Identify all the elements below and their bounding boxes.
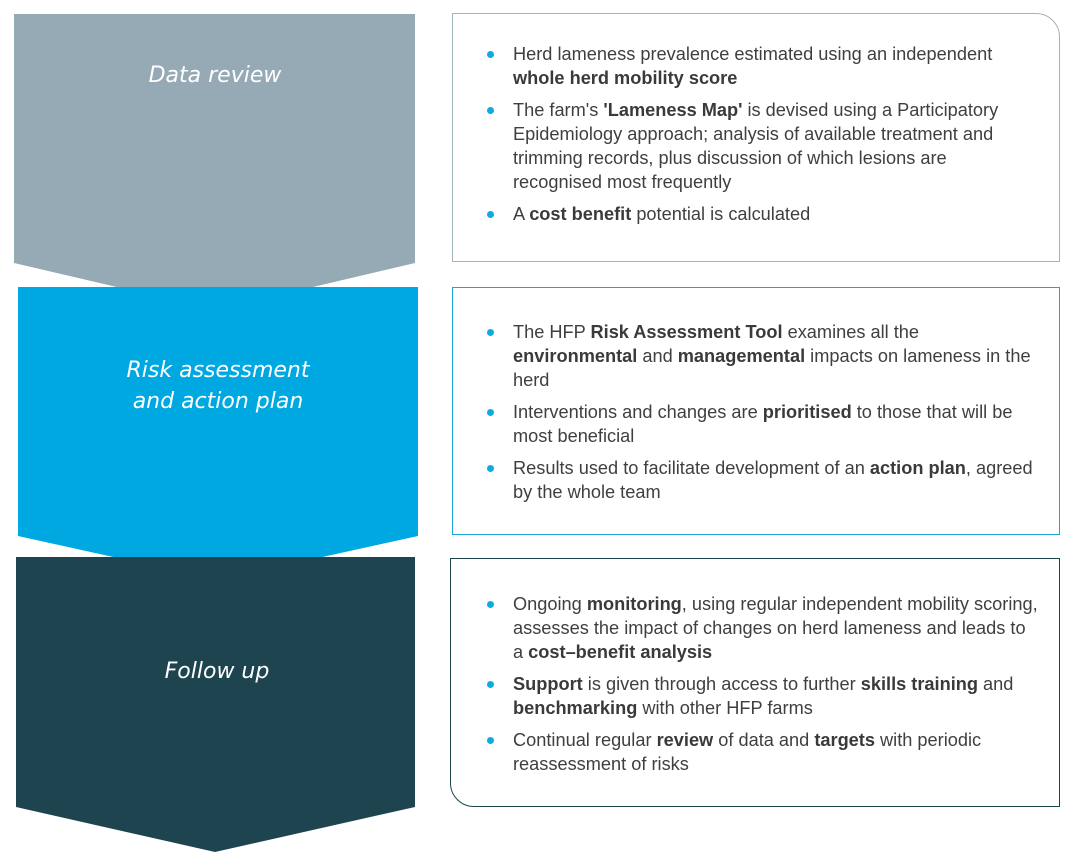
bullet-item: Results used to facilitate development o… [485,456,1039,504]
text: potential is calculated [631,204,811,224]
text: A [513,204,530,224]
chevron-data-review [14,14,415,310]
bullet-item: Ongoing monitoring, using regular indepe… [485,592,1039,664]
text: The farm's [513,100,604,120]
follow-up-details: Ongoing monitoring, using regular indepe… [450,558,1060,807]
text: Continual regular [513,730,657,750]
stage-label-risk-assessment: Risk assessment and action plan [126,358,310,414]
bullet-item: Support is given through access to furth… [485,672,1039,720]
bold-text: Support [513,674,583,694]
text: impacts on lameness in the herd [513,346,1031,390]
text: is devised using a Participatory Epidemi… [513,100,999,192]
bullet-item: Interventions and changes are prioritise… [485,400,1039,448]
bold-text: skills training [860,674,978,694]
bold-text: monitoring [586,594,682,614]
stage-label-follow-up: Follow up [164,659,270,684]
bold-text: targets [814,730,875,750]
bold-text: 'Lameness Map' [603,100,743,120]
bold-text: review [656,730,714,750]
bullet-item: Herd lameness prevalence estimated using… [485,42,1039,90]
bullet-item: The HFP Risk Assessment Tool examines al… [485,320,1039,392]
text: to those that will be most beneficial [513,402,1013,446]
data-review-details: Herd lameness prevalence estimated using… [452,13,1060,262]
text: Results used to facilitate development o… [513,458,870,478]
bullet-item: The farm's 'Lameness Map' is devised usi… [485,98,1039,194]
bold-text: Risk Assessment Tool [590,322,783,342]
chevron-risk-assessment [18,287,418,580]
text: with periodic reassessment of risks [513,730,982,774]
bold-text: managemental [677,346,806,366]
text: and [977,674,1014,694]
bullet-list: Ongoing monitoring, using regular indepe… [485,592,1039,776]
bullet-item: Continual regular review of data and tar… [485,728,1039,776]
bold-text: cost–benefit analysis [528,642,713,662]
chevron-follow-up [16,557,415,852]
risk-assessment-details: The HFP Risk Assessment Tool examines al… [452,287,1060,535]
bold-text: benchmarking [513,698,638,718]
text: Herd lameness prevalence estimated using… [513,44,993,64]
bold-text: cost benefit [529,204,632,224]
text: , agreed by the whole team [513,458,1033,502]
text: is given through access to further [582,674,861,694]
bullet-item: A cost benefit potential is calculated [485,202,1039,226]
stage-label-data-review: Data review [148,63,282,88]
text: of data and [713,730,815,750]
text: The HFP [513,322,591,342]
text: with other HFP farms [637,698,813,718]
bold-text: prioritised [762,402,852,422]
text: examines all the [782,322,920,342]
text: , using regular independent mobility sco… [513,594,1038,662]
text: and [637,346,678,366]
text: Interventions and changes are [513,402,763,422]
text: Ongoing [513,594,587,614]
bold-text: action plan [869,458,966,478]
bullet-list: Herd lameness prevalence estimated using… [485,42,1039,226]
bullet-list: The HFP Risk Assessment Tool examines al… [485,320,1039,504]
bold-text: environmental [513,346,638,366]
bold-text: whole herd mobility score [513,68,738,88]
